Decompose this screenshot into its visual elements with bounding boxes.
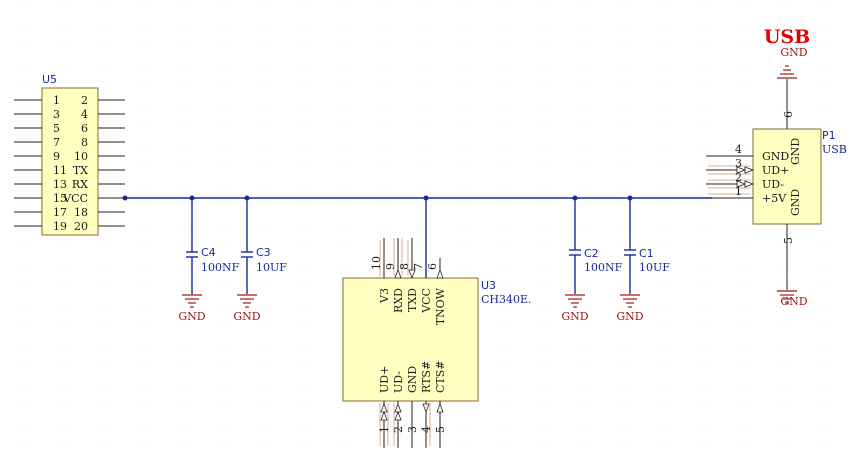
u5-pin-11: 11 [53, 164, 67, 177]
gnd-symbol-p1-bottom [777, 290, 797, 304]
u3-pin-name-tnow: TNOW [434, 287, 447, 325]
u3-pin-name-rts: RTS# [420, 361, 433, 393]
u5-label-tx: TX [73, 164, 88, 177]
gnd-symbol-p1-top [777, 65, 797, 79]
u3-part-name: CH340E. [481, 293, 532, 306]
gnd-label-c1: GND [616, 310, 643, 323]
p1-designator: P1 [822, 129, 836, 142]
c2-value: 100NF [584, 261, 623, 274]
u3-bottom-pin-arrows [380, 402, 444, 421]
u3-pin-name-gnd: GND [406, 366, 419, 393]
c4-designator: C4 [201, 246, 216, 259]
u3-pin-name-udp: UD+ [378, 366, 391, 393]
gnd-label-p1-bottom: GND [780, 295, 807, 308]
u5-label-8: 8 [81, 136, 88, 149]
u3-pin-name-rxd: RXD [392, 288, 405, 313]
capacitor-c3[interactable]: C3 10UF [241, 198, 287, 294]
capacitor-c2[interactable]: C2 100NF [569, 198, 623, 294]
u5-label-rx: RX [72, 178, 88, 191]
u3-pin-num-4: 4 [420, 426, 433, 433]
c3-value: 10UF [256, 261, 287, 274]
u3-designator: U3 [481, 279, 496, 292]
u5-label-2: 2 [81, 94, 88, 107]
u5-body [41, 87, 99, 236]
p1-pin-num-5: 5 [782, 237, 795, 244]
u5-label-6: 6 [81, 122, 88, 135]
p1-pin-name-udm: UD- [762, 178, 784, 191]
u5-header[interactable]: U5 1 3 5 7 9 11 13 15 17 19 2 [14, 73, 125, 236]
gnd-symbol-c3 [237, 294, 257, 308]
u3-pin-name-v3: V3 [378, 288, 391, 304]
u3-pin-name-vcc: VCC [420, 288, 433, 314]
gnd-symbol-c4 [182, 294, 202, 308]
u5-pin-19: 19 [53, 220, 67, 233]
u5-pin-17: 17 [53, 206, 67, 219]
c3-designator: C3 [256, 246, 271, 259]
u5-pin-7: 7 [53, 136, 60, 149]
u5-label-vcc: VCC [62, 192, 88, 205]
p1-pin-num-3: 3 [735, 157, 742, 170]
p1-pin-num-2: 2 [735, 171, 742, 184]
p1-pin-num-4: 4 [735, 143, 742, 156]
c4-value: 100NF [201, 261, 240, 274]
u3-pin-num-5: 5 [434, 426, 447, 433]
u3-pin-num-3: 3 [406, 426, 419, 433]
u3-bottom-pin-haze [379, 403, 431, 446]
gnd-label-p1-top: GND [780, 46, 807, 59]
u5-label-4: 4 [81, 108, 88, 121]
u3-pin-name-cts: CTS# [434, 360, 447, 393]
gnd-label-c4: GND [178, 310, 205, 323]
u3-pin-num-1: 1 [378, 426, 391, 433]
u3-pin-num-10: 10 [370, 256, 383, 270]
u3-pin-num-7: 7 [412, 263, 425, 270]
u5-label-18: 18 [74, 206, 88, 219]
p1-pin-arrows [736, 166, 755, 188]
u3-body [342, 277, 479, 402]
c1-value: 10UF [639, 261, 670, 274]
u3-ch340e[interactable]: 10 9 8 7 6 V3 RXD TXD VCC TNOW [342, 198, 532, 448]
p1-pin-name-udp: UD+ [762, 164, 789, 177]
p1-pin-name-5v: +5V [762, 192, 787, 205]
u3-pin-num-8: 8 [398, 263, 411, 270]
gnd-symbol-c2 [565, 294, 585, 308]
u5-label-10: 10 [74, 150, 88, 163]
p1-pin-name-gnd: GND [762, 150, 789, 163]
u5-pin-1: 1 [53, 94, 60, 107]
p1-shield-top-name: GND [789, 138, 802, 165]
u3-top-pin-haze [379, 238, 409, 276]
p1-pin-num-1: 1 [735, 185, 742, 198]
u5-pin-15: 15 [53, 192, 67, 205]
u3-top-pin-arrows [394, 268, 444, 280]
title-usb: USB [764, 26, 810, 48]
c2-designator: C2 [584, 247, 599, 260]
c1-designator: C1 [639, 247, 654, 260]
u3-pin-name-udm: UD- [392, 371, 405, 393]
p1-shield-bottom-name: GND [789, 189, 802, 216]
capacitor-c4[interactable]: C4 100NF [186, 198, 240, 294]
capacitor-c1[interactable]: C1 10UF [624, 198, 670, 294]
gnd-label-c2: GND [561, 310, 588, 323]
gnd-label-c3: GND [233, 310, 260, 323]
u3-pin-num-6: 6 [426, 263, 439, 270]
u5-pin-5: 5 [53, 122, 60, 135]
p1-pin-num-6: 6 [782, 111, 795, 118]
u5-pin-9: 9 [53, 150, 60, 163]
u3-pin-num-2: 2 [392, 426, 405, 433]
u3-pin-name-txd: TXD [406, 288, 419, 312]
u5-pin-13: 13 [53, 178, 67, 191]
p1-pin-haze [708, 165, 750, 195]
gnd-symbol-c1 [620, 294, 640, 308]
u5-label-20: 20 [74, 220, 88, 233]
p1-comment: USB [822, 143, 847, 156]
p1-usb-connector[interactable]: 4 3 2 1 GND UD+ UD- +5V 6 5 GND GND P1 U… [706, 79, 847, 290]
u3-pin-num-9: 9 [384, 263, 397, 270]
u5-designator: U5 [42, 73, 57, 86]
u5-pin-3: 3 [53, 108, 60, 121]
